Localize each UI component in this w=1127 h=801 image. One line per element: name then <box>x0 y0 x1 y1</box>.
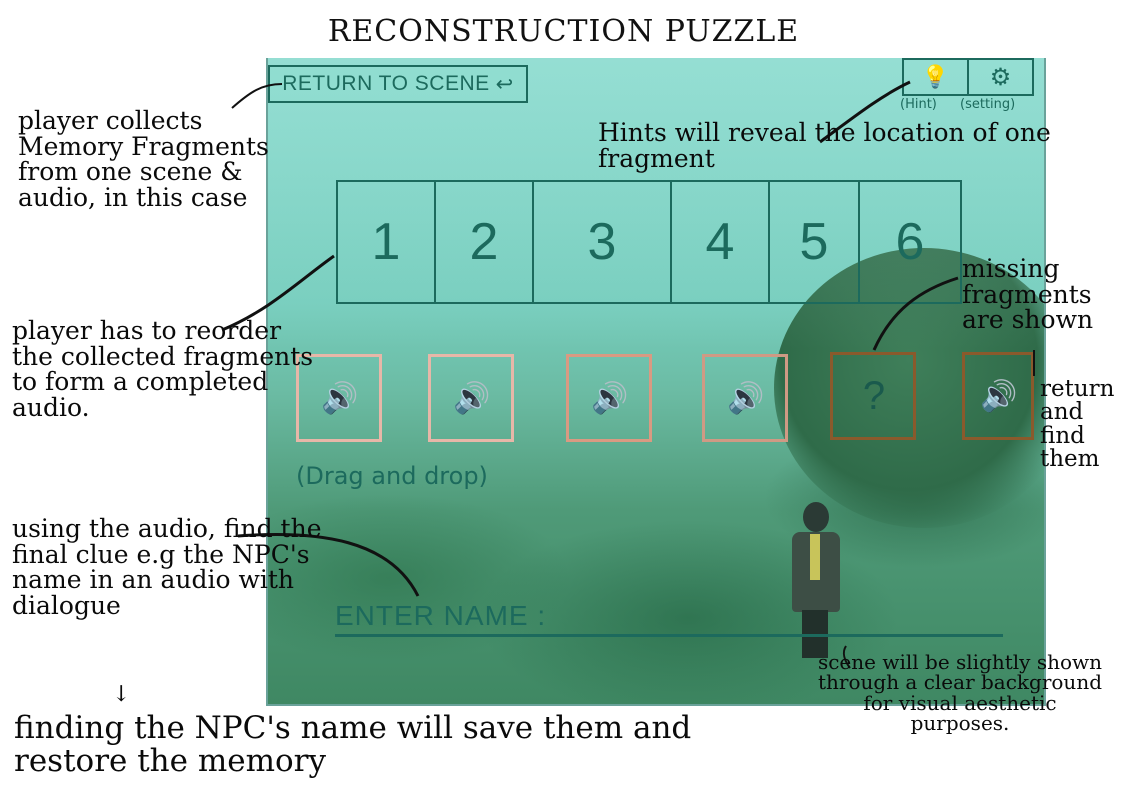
down-arrow-icon: ↓ <box>112 682 131 707</box>
annotation-missing: missing fragments are shown <box>962 254 1094 334</box>
annotation-reorder: player has to reorder the collected frag… <box>12 316 314 422</box>
speaker-icon: 🔊 <box>727 380 764 416</box>
top-button-group: 💡 ⚙ <box>902 58 1034 96</box>
annotation-collect: player collects Memory Fragments from on… <box>18 106 269 212</box>
annotation-return-find: return and find them <box>1040 376 1115 473</box>
audio-fragment-4[interactable]: 🔊 <box>702 354 788 442</box>
slot-1[interactable]: 1 <box>371 213 401 271</box>
speaker-icon: 🔊 <box>980 378 1017 414</box>
return-label: RETURN TO SCENE <box>282 72 490 95</box>
annotation-scene-clear: scene will be slightly shown through a c… <box>817 650 1103 736</box>
question-icon: ? <box>862 373 885 418</box>
annotation-hints: Hints will reveal the location of one fr… <box>598 118 1051 174</box>
audio-fragment-3[interactable]: 🔊 <box>566 354 652 442</box>
hint-button[interactable]: 💡 <box>904 60 967 94</box>
speaker-icon: 🔊 <box>321 380 358 416</box>
slot-5[interactable]: 5 <box>768 182 858 302</box>
slot-4[interactable]: 4 <box>670 182 768 302</box>
enter-name-label: ENTER NAME : <box>335 600 547 631</box>
audio-fragment-1[interactable]: 🔊 <box>296 354 382 442</box>
slot-6[interactable]: 6 <box>858 182 960 302</box>
annotation-final-clue: using the audio, find the final clue e.g… <box>12 514 322 620</box>
npc-head <box>803 502 829 532</box>
fragment-slots: 1 2 3 4 5 6 <box>336 180 962 304</box>
page-title: RECONSTRUCTION PUZZLE <box>327 14 800 49</box>
slot-3[interactable]: 3 <box>532 182 670 302</box>
speaker-icon: 🔊 <box>453 380 490 416</box>
lightbulb-icon: 💡 <box>921 64 950 90</box>
name-input[interactable] <box>554 600 1003 634</box>
annotation-save: finding the NPC's name will save them an… <box>14 710 692 779</box>
audio-fragment-2[interactable]: 🔊 <box>428 354 514 442</box>
drag-and-drop-hint: (Drag and drop) <box>296 462 488 490</box>
speaker-icon: 🔊 <box>591 380 628 416</box>
missing-fragment[interactable]: ? <box>830 352 916 440</box>
return-to-scene-button[interactable]: RETURN TO SCENE ↩ <box>268 65 528 103</box>
npc-figure <box>788 502 848 662</box>
slot-2[interactable]: 2 <box>434 182 532 302</box>
hint-label: (Hint) <box>900 97 937 112</box>
audio-fragment-6[interactable]: 🔊 <box>962 352 1034 440</box>
return-arrow-icon: ↩ <box>495 72 514 96</box>
gear-icon: ⚙ <box>989 63 1012 91</box>
npc-scarf <box>810 534 820 580</box>
settings-label: (setting) <box>960 97 1016 112</box>
settings-button[interactable]: ⚙ <box>967 60 1032 94</box>
enter-name-row: ENTER NAME : <box>335 598 1003 637</box>
